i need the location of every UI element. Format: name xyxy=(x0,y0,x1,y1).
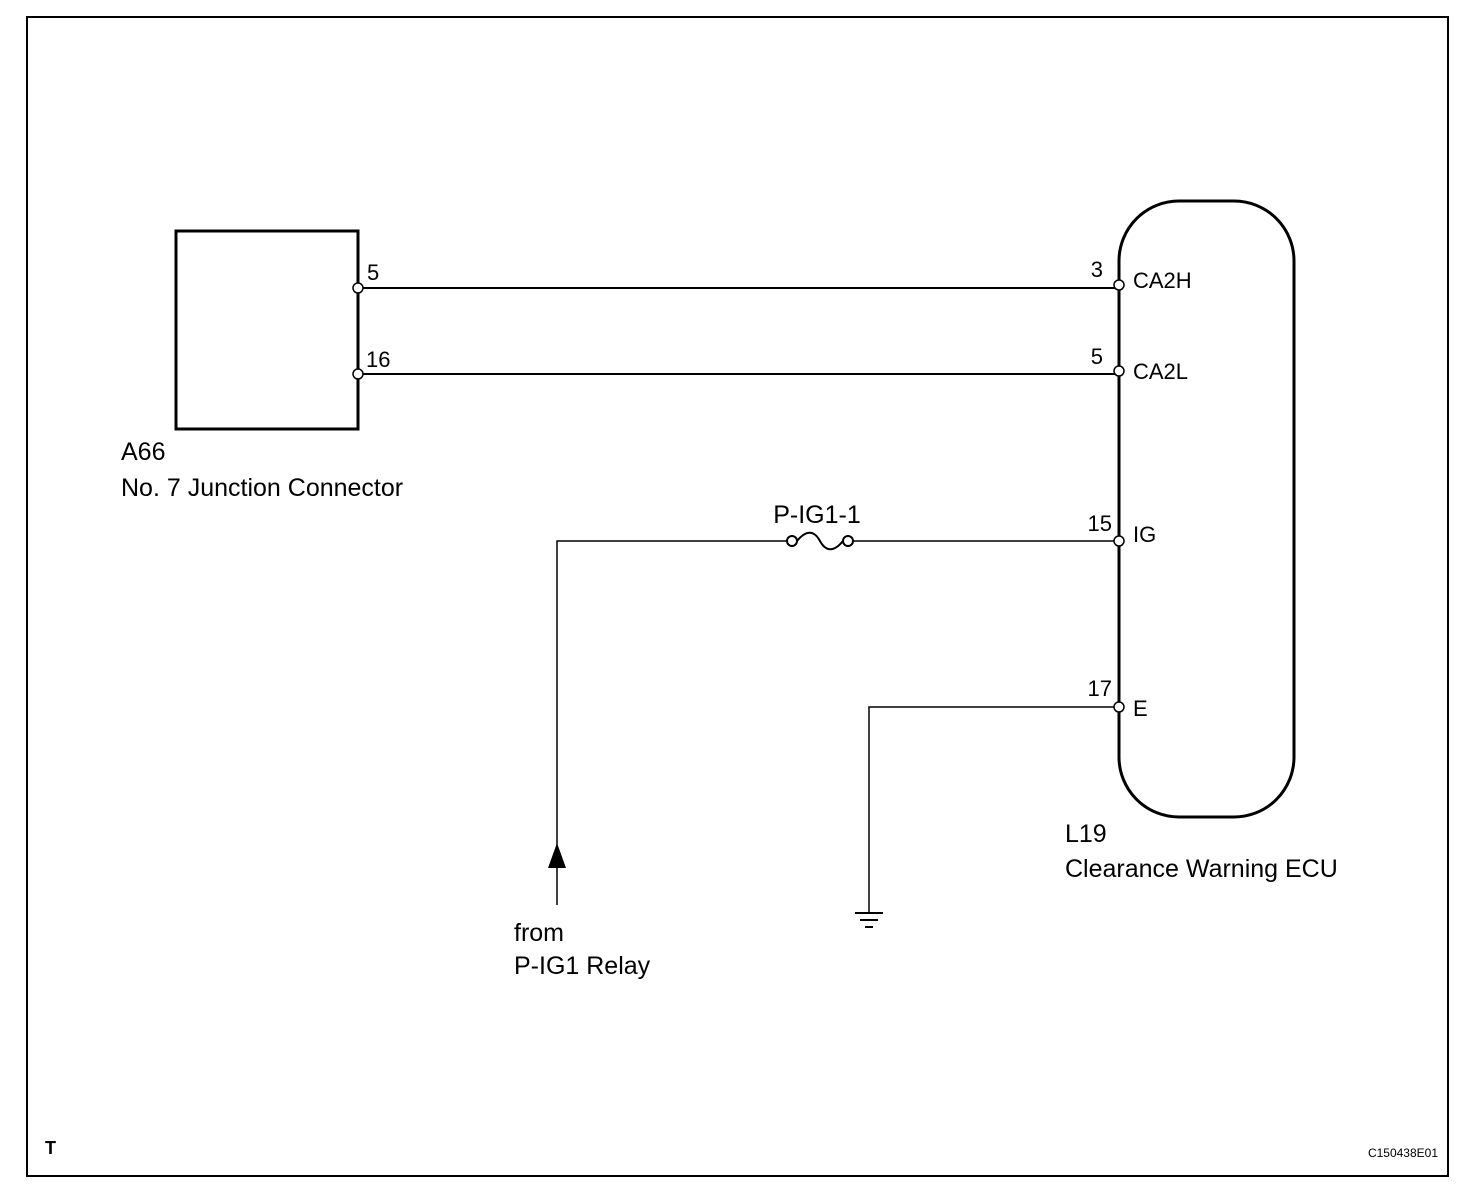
connector-a66-name: No. 7 Junction Connector xyxy=(121,474,403,502)
l19-pin-15-number: 15 xyxy=(1088,511,1112,536)
l19-pin-17-number: 17 xyxy=(1088,676,1112,701)
ecu-l19-code: L19 xyxy=(1065,820,1107,848)
wire-ground xyxy=(868,706,1119,912)
diagram-frame xyxy=(26,16,1449,1177)
terminal-l19-5 xyxy=(1113,365,1125,377)
source-label-line2: P-IG1 Relay xyxy=(514,952,651,980)
source-label-line1: from xyxy=(514,919,564,947)
corner-mark: T xyxy=(45,1138,56,1158)
terminal-a66-16 xyxy=(352,368,364,380)
fuse-icon xyxy=(786,531,854,551)
terminal-a66-5 xyxy=(352,282,364,294)
l19-pin-5-number: 5 xyxy=(1091,344,1103,369)
l19-pin-ca2h-name: CA2H xyxy=(1133,268,1192,293)
connector-a66-box xyxy=(174,229,360,431)
arrow-up-icon xyxy=(548,843,566,868)
l19-pin-e-name: E xyxy=(1133,696,1148,721)
l19-pin-ig-name: IG xyxy=(1133,522,1156,547)
ecu-l19-box xyxy=(1117,199,1296,819)
terminal-l19-17 xyxy=(1113,701,1125,713)
l19-pin-ca2l-name: CA2L xyxy=(1133,359,1188,384)
fuse-label: P-IG1-1 xyxy=(773,501,861,529)
figure-id: C150438E01 xyxy=(1368,1146,1438,1160)
ground-icon xyxy=(855,912,883,928)
terminal-l19-3 xyxy=(1113,279,1125,291)
wire-ig-supply xyxy=(556,540,792,905)
a66-pin-16-label: 16 xyxy=(366,347,390,372)
terminal-l19-15 xyxy=(1113,535,1125,547)
l19-pin-3-number: 3 xyxy=(1091,257,1103,282)
connector-a66-code: A66 xyxy=(121,438,165,466)
ecu-l19-name: Clearance Warning ECU xyxy=(1065,855,1338,883)
a66-pin-5-label: 5 xyxy=(367,260,379,285)
